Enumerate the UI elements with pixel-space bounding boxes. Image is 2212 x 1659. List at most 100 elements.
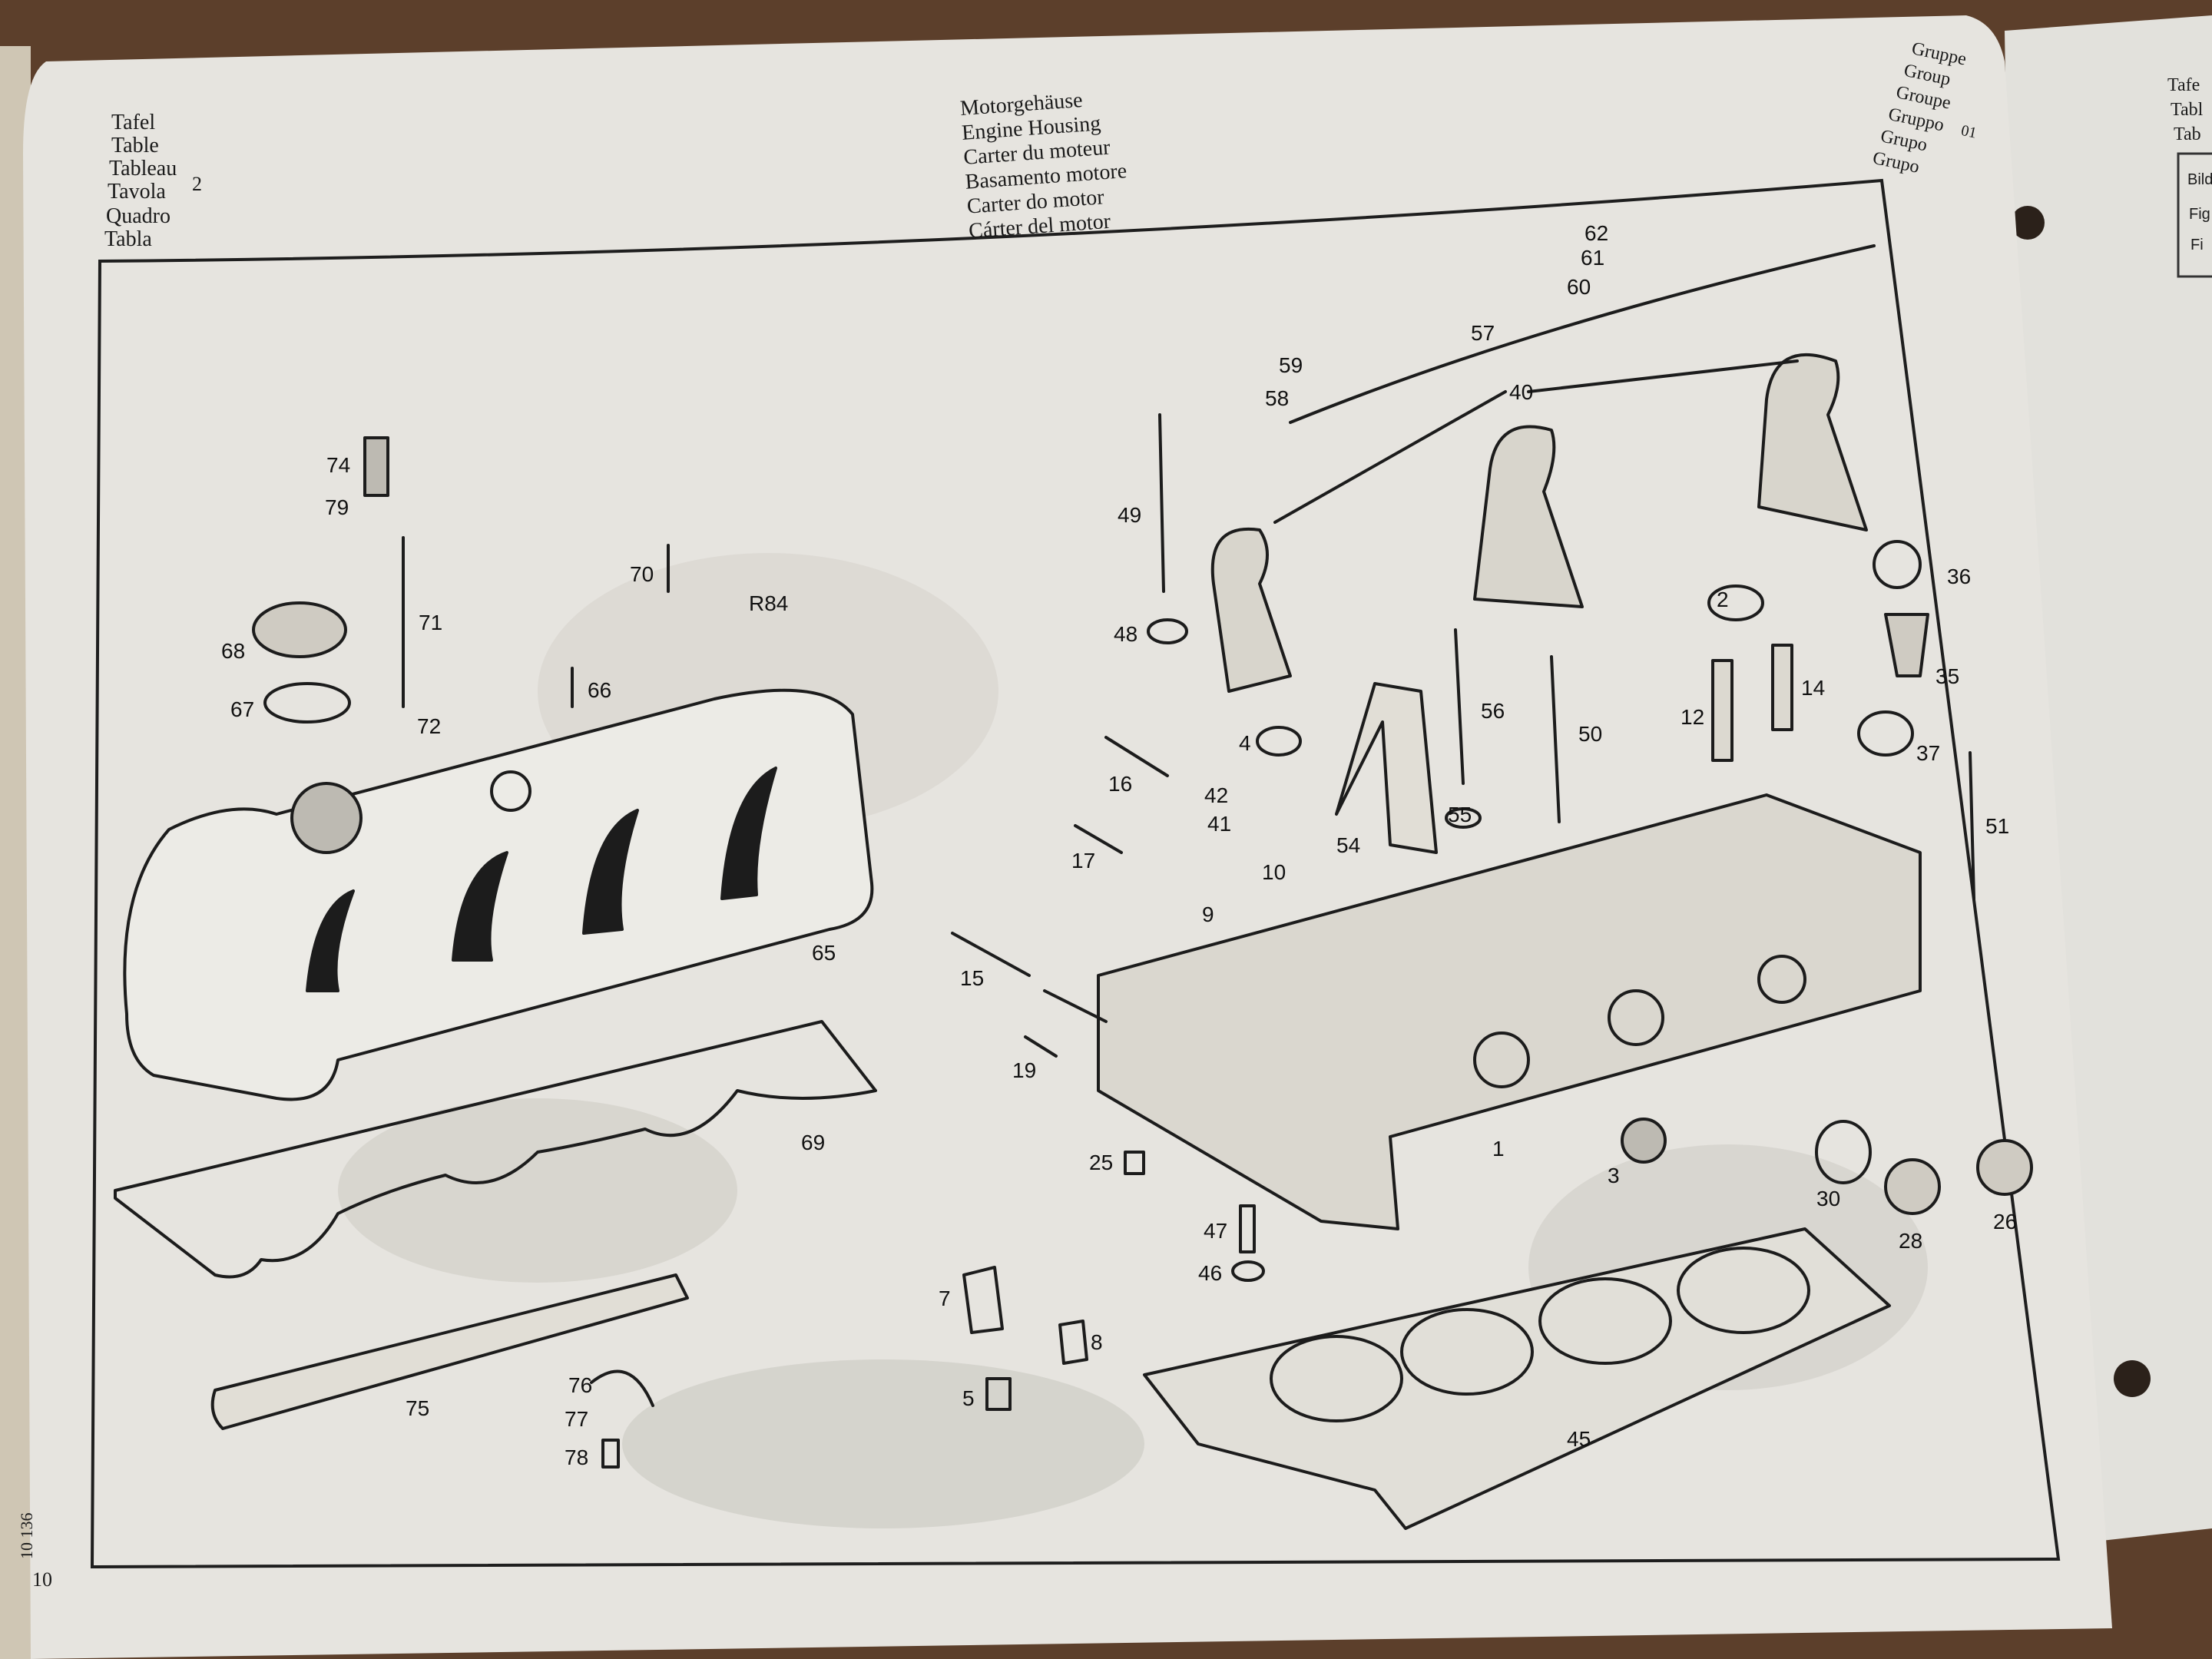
oil-filler-cap [252,601,347,658]
oil-seal [1873,540,1922,589]
part-number: 59 [1279,353,1303,377]
long-bolt [1158,413,1165,593]
table-header: Tafel Table Tableau Tavola Quadro Tabla … [104,111,202,251]
part-number: 45 [1567,1427,1591,1451]
part-number: 78 [565,1445,588,1469]
table-number: 2 [192,173,202,195]
cylinder-head [1097,793,1922,1230]
binder-hole [2011,206,2045,240]
bore-hole [1677,1247,1810,1334]
part-number: 70 [630,562,654,586]
dowel [1124,1151,1145,1175]
part-number: 36 [1947,565,1971,588]
page-number: 10 [32,1568,52,1591]
filler-neck [290,782,363,854]
table-label: Tableau [109,157,177,180]
valve-cover [123,688,874,1101]
next-page-label: Tafe [2167,75,2200,95]
rocker-shaft [210,1273,689,1430]
table-label: Tafel [111,111,155,134]
next-page-label: Tabl [2171,100,2204,120]
part-number: 7 [939,1286,951,1310]
part-number: 65 [812,941,836,965]
part-number: 9 [1202,902,1214,926]
bolt [601,1439,620,1469]
washer [1707,584,1764,621]
washer [1147,618,1188,644]
part-number: 50 [1578,722,1602,746]
valve-cover-fin [582,809,639,935]
part-number: 62 [1584,221,1608,245]
breather-fitting [363,436,389,497]
bearing-bracket [1757,353,1868,531]
next-page-label: Tab [2174,124,2201,144]
part-number: 35 [1936,664,1959,688]
housing-header: Motorgehäuse Engine Housing Carter du mo… [959,88,1128,243]
part-number: 60 [1567,275,1591,299]
part-number: 16 [1108,772,1132,796]
bearing-bracket [1210,527,1292,693]
dowel-pin [985,1377,1012,1411]
part-number: 10 [1262,860,1286,884]
part-number: 2 [1717,588,1729,611]
bore-hole [1400,1308,1534,1396]
nut [1884,1158,1941,1215]
part-number: 49 [1118,503,1141,527]
plug [1621,1118,1667,1164]
part-number: 47 [1204,1219,1227,1243]
part-number: 74 [326,453,350,477]
part-number: 48 [1114,622,1137,646]
part-number: 58 [1265,386,1289,410]
pushrod-tube [1711,659,1734,762]
stud [1104,736,1169,777]
part-number: 25 [1089,1151,1113,1174]
clamp [590,1369,654,1407]
part-number: 30 [1816,1187,1840,1210]
table-label: Tabla [104,227,152,251]
sealing-ring [1815,1120,1872,1184]
part-number: 72 [417,714,441,738]
part-number: 55 [1448,803,1472,826]
table-label: Tavola [108,180,166,204]
pushrod-tube [1771,644,1793,731]
part-number: 12 [1681,705,1704,729]
next-page-table-frame [2177,152,2212,278]
part-number: 66 [588,678,611,702]
part-number: 41 [1207,812,1231,836]
part-number: R84 [749,591,788,615]
washer [1231,1260,1265,1282]
stud [1024,1035,1058,1058]
table-label: Table [111,134,159,157]
valve-cover-fin [720,767,777,900]
next-page-header: Tafe Tabl Tab Bild Fig Fi [2167,75,2212,253]
drawing-frame [90,178,2061,1569]
next-page-column: Fig [2189,206,2210,223]
part-number: 42 [1204,783,1228,807]
oil-pipe [1289,244,1876,424]
next-page-column: Fi [2190,237,2204,253]
part-number: 3 [1608,1164,1620,1187]
star-emblem [490,770,531,812]
bearing-shell [962,1266,1004,1334]
drawing-number: 10 136 [17,1513,36,1560]
stud [1074,824,1123,854]
bore-hole [1270,1335,1403,1422]
valve-cover-fin [452,851,508,962]
stud [951,932,1031,977]
part-number: 51 [1985,814,2009,838]
part-number: 77 [565,1407,588,1431]
part-number: 15 [960,966,984,990]
bearing-bracket [1473,425,1584,608]
port [1757,955,1806,1004]
binder-hole [2114,1360,2151,1397]
part-number: 14 [1801,676,1825,700]
part-number: 71 [419,611,442,634]
part-number: 1 [1492,1137,1505,1161]
valve-cover-gasket [114,1020,877,1279]
part-number: 19 [1012,1058,1036,1082]
bolt [1239,1204,1256,1253]
group-number: 01 [1959,122,1978,142]
part-number: 17 [1071,849,1095,873]
smudge [338,1098,737,1283]
table-label: Quadro [106,204,171,228]
